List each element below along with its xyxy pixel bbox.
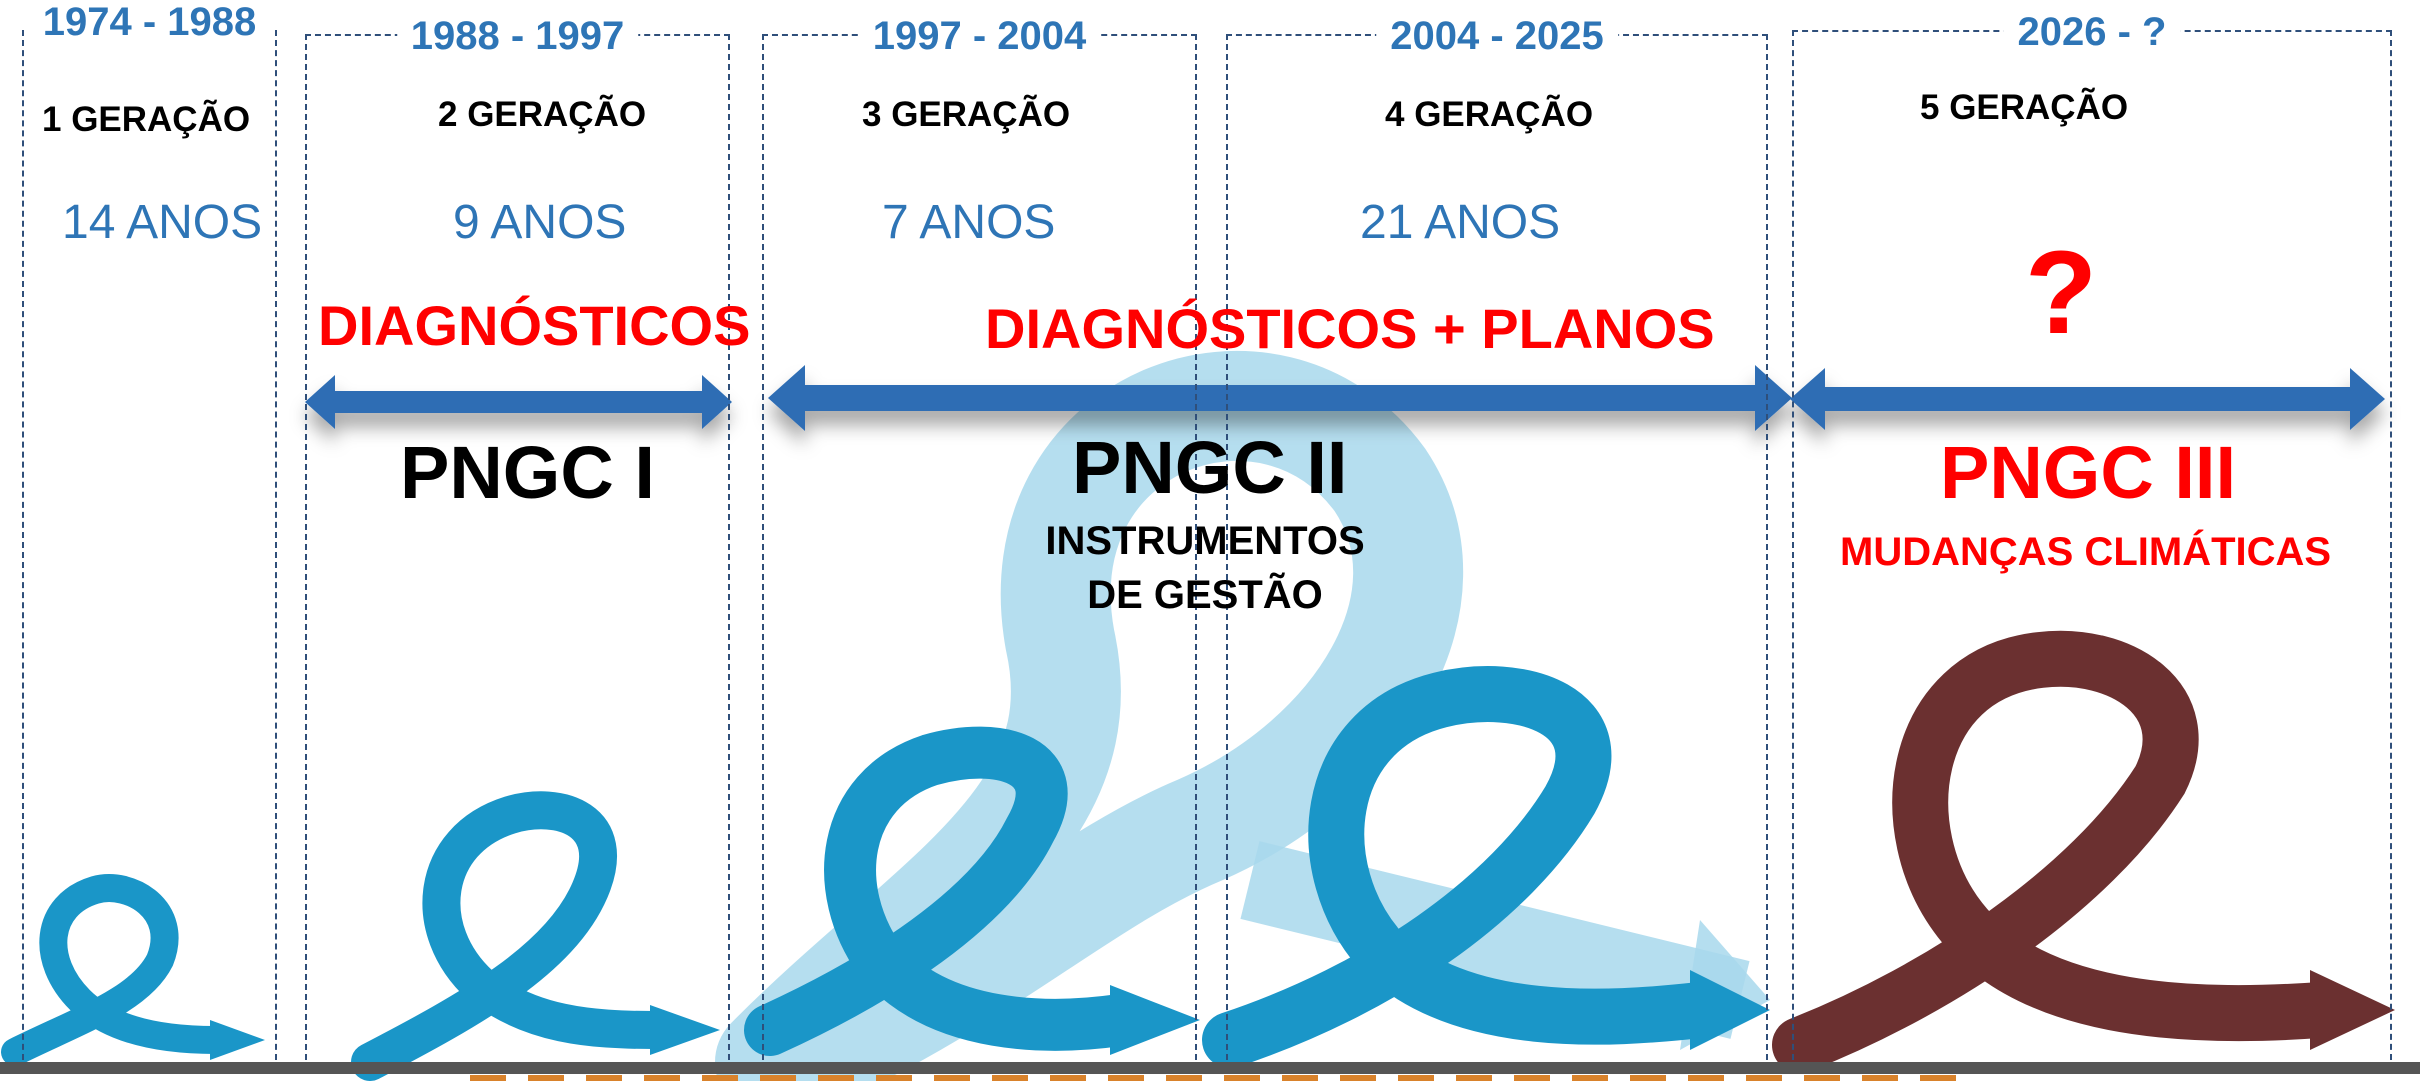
generation-label: 2 GERAÇÃO bbox=[438, 95, 647, 134]
plan-title: PNGC III bbox=[1940, 431, 2237, 514]
period-box-4: 2004 - 2025 bbox=[1226, 14, 1768, 1070]
question-mark: ? bbox=[2025, 227, 2098, 359]
phase-theme: DIAGNÓSTICOS bbox=[318, 294, 751, 357]
period-box-3: 1997 - 2004 bbox=[762, 14, 1197, 1070]
baseline bbox=[0, 1062, 2420, 1074]
double-arrow-icon bbox=[1790, 368, 2385, 430]
double-arrow-icon bbox=[768, 365, 1792, 431]
period-box-1: 1974 - 1988 bbox=[22, 0, 277, 1070]
period-years: 2026 - ? bbox=[2003, 10, 2181, 54]
duration-label: 21 ANOS bbox=[1360, 196, 1561, 249]
plan-subtitle-line: INSTRUMENTOS bbox=[1045, 519, 1365, 563]
loop-arrow-icon bbox=[744, 726, 1200, 1056]
period-years: 2004 - 2025 bbox=[1376, 14, 1618, 58]
plan-subtitle: INSTRUMENTOS DE GESTÃO bbox=[1040, 514, 1370, 622]
plan-subtitle-line: DE GESTÃO bbox=[1087, 573, 1323, 617]
plan-title: PNGC II bbox=[1072, 426, 1348, 509]
loop-arrow-icon bbox=[1202, 666, 1770, 1068]
duration-label: 9 ANOS bbox=[453, 196, 627, 249]
generation-label: 3 GERAÇÃO bbox=[862, 95, 1071, 134]
period-box-2: 1988 - 1997 bbox=[305, 14, 730, 1070]
loop-arrow-icon bbox=[1772, 630, 2395, 1073]
plan-subtitle: MUDANÇAS CLIMÁTICAS bbox=[1840, 530, 2332, 574]
duration-label: 14 ANOS bbox=[62, 196, 263, 249]
loop-arrow-icon bbox=[1, 874, 265, 1066]
period-years: 1988 - 1997 bbox=[396, 14, 639, 58]
baseline-ticks bbox=[470, 1075, 1970, 1081]
double-arrow-icon bbox=[305, 375, 732, 429]
phase-theme: DIAGNÓSTICOS + PLANOS bbox=[985, 297, 1715, 360]
loop-arrow-icon bbox=[351, 791, 720, 1081]
period-years: 1974 - 1988 bbox=[28, 0, 271, 44]
generation-label: 4 GERAÇÃO bbox=[1385, 95, 1594, 134]
period-box-5: 2026 - ? bbox=[1792, 10, 2392, 1070]
generation-label: 5 GERAÇÃO bbox=[1920, 88, 2129, 127]
duration-label: 7 ANOS bbox=[882, 196, 1056, 249]
plan-title: PNGC I bbox=[400, 431, 655, 514]
period-years: 1997 - 2004 bbox=[858, 14, 1101, 58]
generation-label: 1 GERAÇÃO bbox=[42, 100, 251, 139]
